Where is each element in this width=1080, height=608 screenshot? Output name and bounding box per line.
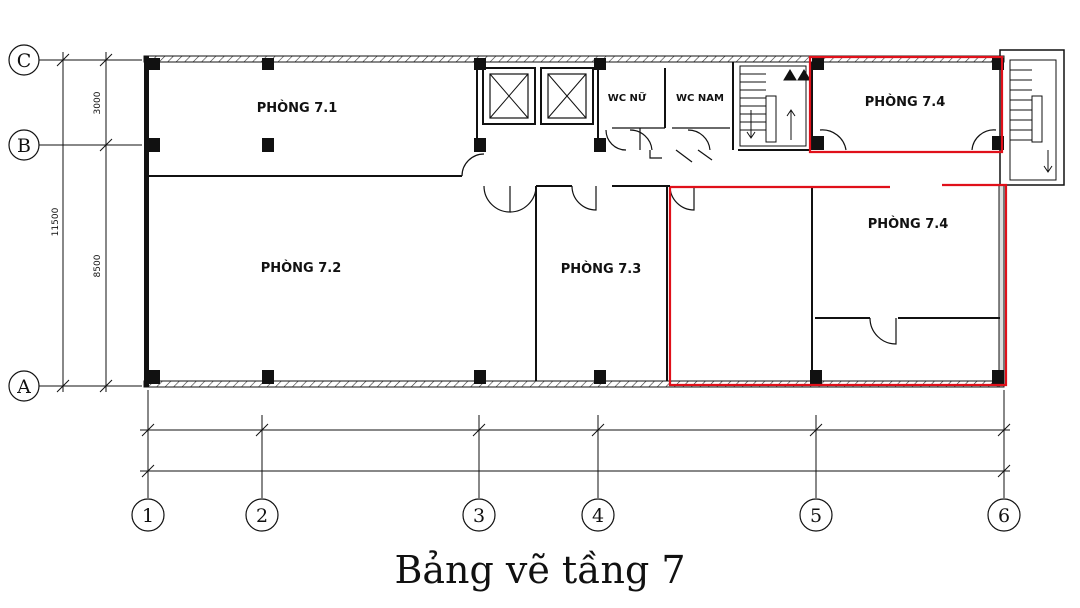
dimension-upper: 3000 (93, 91, 103, 114)
room-label-7-1: PHÒNG 7.1 (257, 100, 338, 116)
room-label-7-4-main: PHÒNG 7.4 (868, 216, 949, 232)
dimension-total: 11500 (51, 207, 61, 236)
door-swings (461, 129, 997, 345)
axis-label-5: 5 (810, 505, 822, 527)
axis-label-1: 1 (142, 505, 154, 527)
staircase-east (1009, 59, 1057, 181)
room-label-7-2: PHÒNG 7.2 (261, 260, 342, 276)
dimension-lower: 8500 (93, 254, 103, 277)
wc-partitions (612, 127, 730, 163)
drawing-caption: Bảng vẽ tầng 7 (394, 548, 686, 592)
interior-walls (149, 62, 1000, 381)
highlight-room-7-4-main (668, 183, 1008, 387)
highlight-room-7-4-top (808, 55, 1004, 154)
axis-bubble-2 (245, 498, 279, 532)
floor-plan: C B A 11500 3000 8500 (8, 44, 1065, 532)
axis-bubble-1 (131, 498, 165, 532)
axis-label-3: 3 (473, 505, 485, 527)
axis-label-c: C (17, 50, 32, 72)
axis-label-b: B (17, 135, 31, 157)
axis-bubble-3 (462, 498, 496, 532)
axis-bubble-4 (581, 498, 615, 532)
staircase-main (739, 65, 811, 147)
axis-label-2: 2 (256, 505, 268, 527)
wc-male-label: WC NAM (676, 93, 724, 104)
axis-bubble-6 (987, 498, 1021, 532)
room-label-7-3: PHÒNG 7.3 (561, 261, 642, 277)
wc-female-label: WC NỮ (608, 91, 647, 104)
vertical-dimensions (56, 52, 113, 393)
row-grid-axes: C B A (8, 44, 142, 402)
column-grid-axes: 1 2 3 4 5 6 (131, 498, 1021, 532)
axis-label-a: A (16, 376, 31, 398)
axis-label-6: 6 (998, 505, 1010, 527)
horizontal-dimensions (140, 390, 1011, 498)
axis-bubble-5 (799, 498, 833, 532)
elevator-shafts (482, 67, 594, 125)
room-label-7-4-top: PHÒNG 7.4 (865, 94, 946, 110)
axis-label-4: 4 (592, 505, 604, 527)
highlight-outlines (668, 55, 1008, 387)
